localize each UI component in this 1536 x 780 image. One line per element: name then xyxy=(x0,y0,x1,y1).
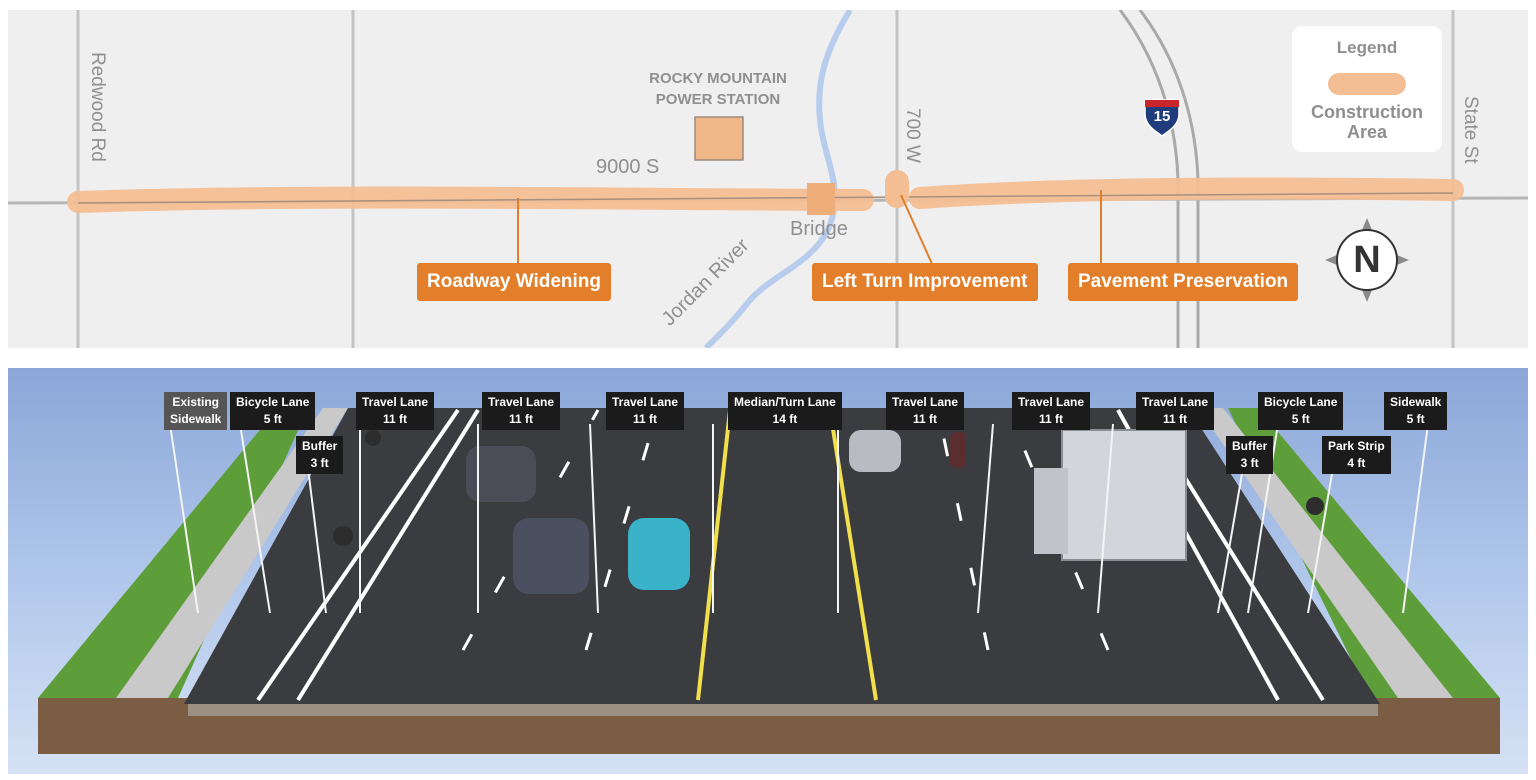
state-st-label: State St xyxy=(1460,96,1481,164)
legend-box: Legend Construction Area xyxy=(1292,26,1442,152)
legend-line-2: Area xyxy=(1346,122,1388,142)
sign-sidewalk-right-line-1: Sidewalk xyxy=(1390,395,1442,409)
sign-buffer-right-line-1: Buffer xyxy=(1232,439,1268,453)
i15-lane-west xyxy=(1118,10,1180,348)
sign-park-strip: Park Strip 4 ft xyxy=(1322,436,1391,474)
cyclist-left xyxy=(333,526,353,546)
car-grey-1 xyxy=(466,446,536,502)
car-blue xyxy=(628,518,690,590)
power-station-label: ROCKY MOUNTAIN POWER STATION xyxy=(628,68,808,110)
bridge-construction xyxy=(807,183,835,215)
truck-cab xyxy=(1034,468,1068,554)
sign-buffer-left-line-1: Buffer xyxy=(302,439,338,453)
project-map: Redwood Rd 700 W State St 9000 S Bridge … xyxy=(8,10,1528,348)
sign-travel-lane-6: Travel Lane 11 ft xyxy=(1136,392,1215,430)
bike-lane-line-left-a xyxy=(256,408,460,702)
construction-area-west xyxy=(67,186,874,213)
power-station-line-2: POWER STATION xyxy=(655,91,781,108)
compass-north-label: N xyxy=(1353,239,1381,281)
sign-travel-lane-4-line-2: 11 ft xyxy=(913,412,938,426)
sign-park-strip-line-2: 4 ft xyxy=(1347,456,1366,470)
sign-travel-lane-5: Travel Lane 11 ft xyxy=(1012,392,1091,430)
roadway-cross-section: Existing Sidewalk Bicycle Lane 5 ft Buff… xyxy=(8,368,1528,774)
sign-buffer-left-line-2: 3 ft xyxy=(310,456,329,470)
i15-shield-number: 15 xyxy=(1153,108,1171,125)
sign-travel-lane-3-line-1: Travel Lane xyxy=(612,395,679,409)
sign-travel-lane-5-line-1: Travel Lane xyxy=(1018,395,1085,409)
sign-existing-sidewalk: Existing Sidewalk xyxy=(164,392,228,430)
sign-travel-lane-5-line-2: 11 ft xyxy=(1039,412,1064,426)
grass-left xyxy=(38,408,308,698)
pavement-preservation-callout: Pavement Preservation xyxy=(1068,263,1299,301)
sign-existing-sidewalk-line-1: Existing xyxy=(172,395,220,409)
cross-section-graphics xyxy=(38,408,1500,754)
sign-travel-lane-6-line-1: Travel Lane xyxy=(1142,395,1209,409)
power-station-line-1: ROCKY MOUNTAIN xyxy=(649,70,787,87)
sign-median-turn-lane: Median/Turn Lane 14 ft xyxy=(728,392,842,430)
sidewalk-right xyxy=(1198,408,1453,698)
sign-travel-lane-2-line-1: Travel Lane xyxy=(488,395,555,409)
map-graphics xyxy=(8,10,1528,348)
sign-travel-lane-4-line-1: Travel Lane xyxy=(892,395,959,409)
bike-lane-line-left-b xyxy=(296,408,480,702)
sign-travel-lane-1-line-2: 11 ft xyxy=(383,412,408,426)
9000s-centerline xyxy=(77,192,1454,204)
sign-travel-lane-3-line-2: 11 ft xyxy=(633,412,658,426)
legend-title: Legend xyxy=(1336,38,1398,57)
legend-construction-label: Construction Area xyxy=(1292,102,1442,142)
power-station-box xyxy=(694,116,744,161)
lane-dash-2 xyxy=(584,409,660,651)
sign-travel-lane-2-line-2: 11 ft xyxy=(509,412,534,426)
left-turn-leader xyxy=(900,194,934,267)
sign-travel-lane-2: Travel Lane 11 ft xyxy=(482,392,561,430)
sign-bicycle-lane-left: Bicycle Lane 5 ft xyxy=(230,392,316,430)
sign-travel-lane-3: Travel Lane 11 ft xyxy=(606,392,685,430)
lane-dash-3 xyxy=(936,409,990,651)
700w-label: 700 W xyxy=(902,108,923,163)
sign-buffer-right-line-2: 3 ft xyxy=(1240,456,1259,470)
grass-right xyxy=(1228,408,1500,698)
car-silver xyxy=(849,430,901,472)
i15-shield-icon xyxy=(1144,99,1180,137)
sign-existing-sidewalk-line-2: Sidewalk xyxy=(170,412,222,426)
sign-sidewalk-right: Sidewalk 5 ft xyxy=(1384,392,1448,430)
car-grey-2 xyxy=(513,518,589,594)
left-turn-construction xyxy=(885,170,909,208)
construction-area-east xyxy=(909,177,1464,209)
bridge-label: Bridge xyxy=(790,218,848,240)
legend-line-1: Construction xyxy=(1311,102,1423,122)
box-truck xyxy=(1061,429,1187,561)
9000s-label: 9000 S xyxy=(596,156,660,178)
i15-lane-east xyxy=(1138,10,1200,348)
redwood-rd-label: Redwood Rd xyxy=(87,52,108,162)
sign-bicycle-lane-right-line-2: 5 ft xyxy=(1291,412,1310,426)
motorcycle xyxy=(950,432,966,468)
jordan-river xyxy=(703,10,853,348)
left-turn-callout: Left Turn Improvement xyxy=(812,263,1038,301)
sign-bicycle-lane-right-line-1: Bicycle Lane xyxy=(1264,395,1338,409)
sign-median-turn-lane-line-1: Median/Turn Lane xyxy=(734,395,836,409)
roadway-widening-callout: Roadway Widening xyxy=(417,263,612,301)
sign-park-strip-line-1: Park Strip xyxy=(1328,439,1385,453)
sign-bicycle-lane-left-line-1: Bicycle Lane xyxy=(236,395,310,409)
sign-bicycle-lane-right: Bicycle Lane 5 ft xyxy=(1258,392,1344,430)
sign-buffer-right: Buffer 3 ft xyxy=(1226,436,1274,474)
construction-area-swatch xyxy=(1328,73,1406,95)
pedestrian-left xyxy=(365,430,381,446)
sign-travel-lane-1-line-1: Travel Lane xyxy=(362,395,429,409)
sign-travel-lane-6-line-2: 11 ft xyxy=(1163,412,1188,426)
sidewalk-left xyxy=(116,408,348,698)
gravel-layer xyxy=(188,702,1378,716)
sign-travel-lane-1: Travel Lane 11 ft xyxy=(356,392,435,430)
sign-travel-lane-4: Travel Lane 11 ft xyxy=(886,392,965,430)
sign-poles xyxy=(169,423,1429,614)
sign-sidewalk-right-line-2: 5 ft xyxy=(1406,412,1425,426)
sign-bicycle-lane-left-line-2: 5 ft xyxy=(263,412,282,426)
sign-median-turn-lane-line-2: 14 ft xyxy=(772,412,798,426)
pedestrian-right xyxy=(1306,497,1324,515)
sign-buffer-left: Buffer 3 ft xyxy=(296,436,344,474)
compass-icon xyxy=(1325,218,1409,302)
